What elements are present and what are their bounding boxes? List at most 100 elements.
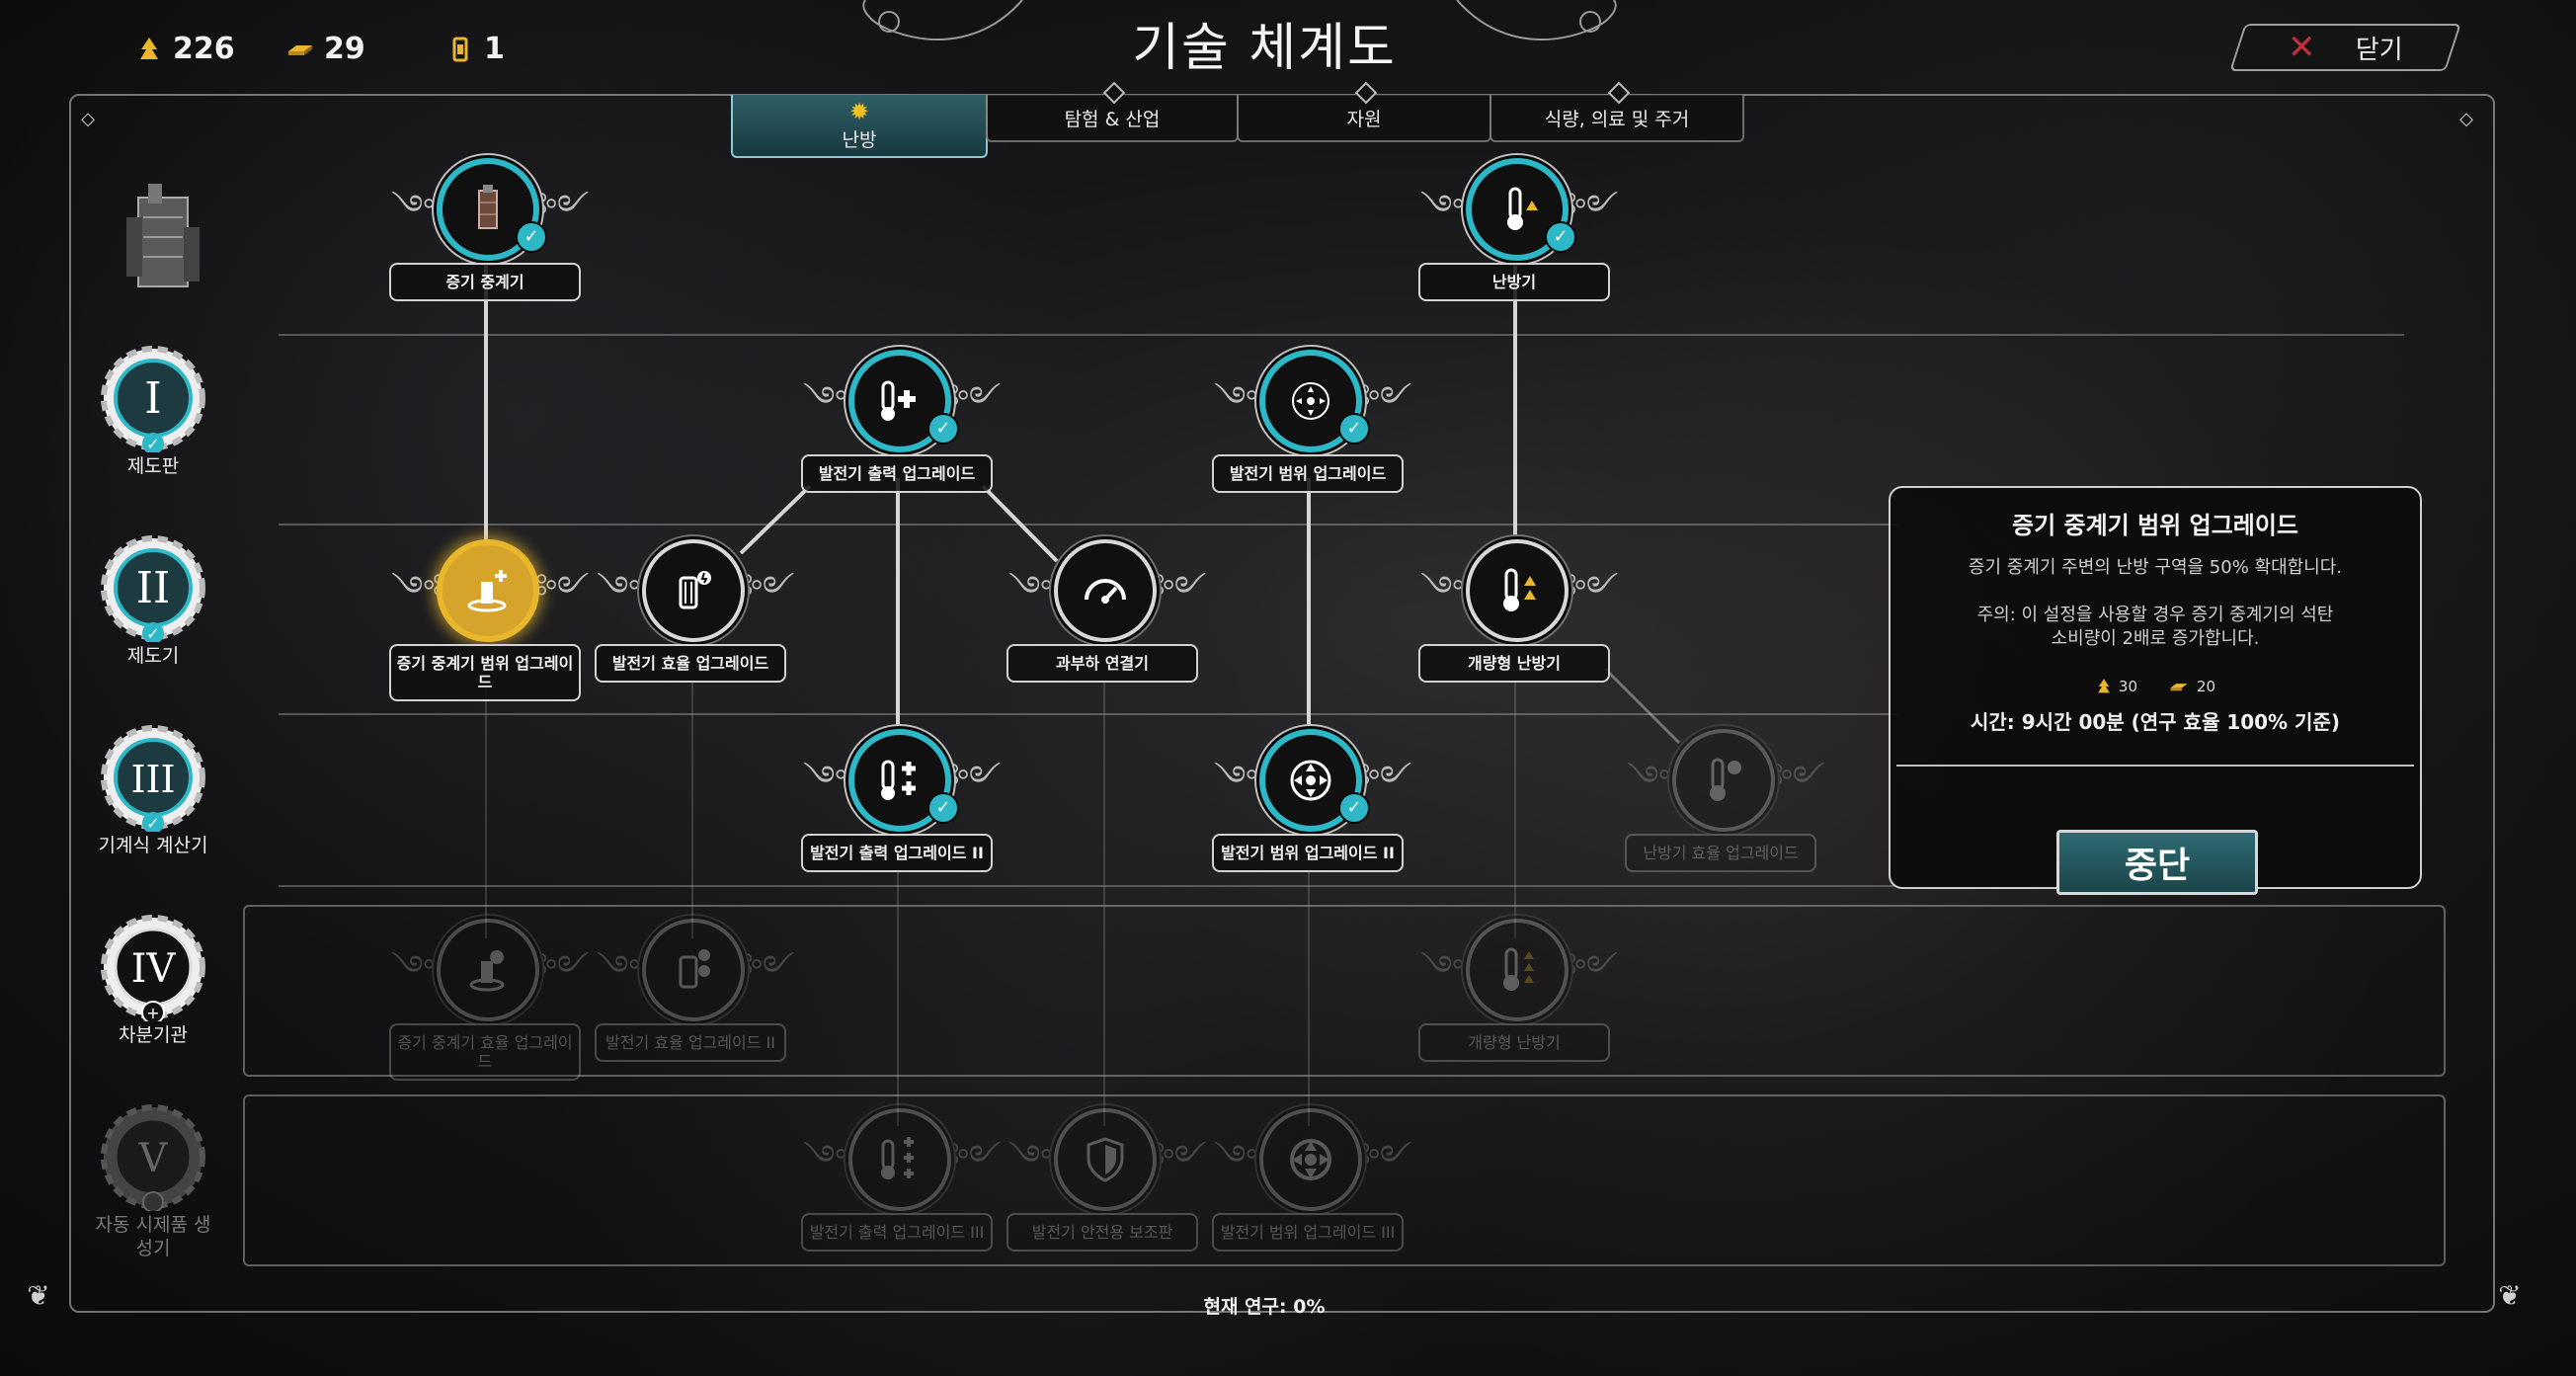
- tab-label: 탐험 & 산업: [1064, 108, 1161, 130]
- connector: [484, 259, 488, 555]
- research-description: 증기 중계기 주변의 난방 구역을 50% 확대합니다. 주의: 이 설정을 사…: [1891, 556, 2420, 651]
- flourish: ༻: [1565, 569, 1619, 608]
- svg-text:III: III: [130, 758, 175, 801]
- tier-ii: II✓ 제도기: [94, 533, 212, 668]
- flourish: ༺: [391, 948, 445, 988]
- row-separator: [279, 334, 2404, 336]
- tab-label: 자원: [1346, 108, 1382, 130]
- tab-exploration[interactable]: 탐험 & 산업: [986, 81, 1239, 142]
- node-label: 개량형 난방기: [1418, 1023, 1610, 1062]
- stop-research-button[interactable]: 중단: [2056, 830, 2258, 895]
- heating-tab-icon: ✹: [848, 97, 870, 125]
- generator-icon: [126, 184, 200, 287]
- flourish: ༻: [1153, 569, 1207, 608]
- flourish: ༺: [1420, 948, 1475, 988]
- locked-tier-iv-row: [243, 905, 2446, 1077]
- node-label: 개량형 난방기: [1418, 644, 1610, 683]
- flourish: ༻: [947, 759, 1002, 798]
- thermometer-triple-icon: [1466, 919, 1569, 1021]
- tier-ii-gear-icon: II✓: [99, 533, 207, 644]
- cost-wood-value: 30: [2118, 678, 2137, 695]
- flourish: ༻: [1565, 188, 1619, 227]
- researched-check-icon: ✓: [516, 221, 547, 253]
- flourish: ༺: [597, 569, 651, 608]
- flourish: ༺: [1214, 1138, 1268, 1177]
- flourish: ༻: [741, 948, 795, 988]
- flourish: ༺: [1420, 188, 1475, 227]
- researched-check-icon: ✓: [927, 792, 959, 824]
- flourish: ༻: [535, 948, 590, 988]
- flourish: ༺: [803, 1138, 857, 1177]
- wood-icon: [140, 37, 158, 59]
- flourish: ༻: [947, 379, 1002, 419]
- wood-icon: [2098, 679, 2110, 693]
- gauge-icon: [1054, 539, 1157, 642]
- hub-efficiency-icon: [437, 919, 539, 1021]
- tier-iii-gear-icon: III✓: [99, 723, 207, 834]
- frame-corner-diamond: ◇: [2459, 109, 2473, 129]
- node-label: 발전기 범위 업그레이드 II: [1212, 834, 1404, 872]
- flourish: ༻: [1565, 948, 1619, 988]
- cost-wood: 30: [2095, 677, 2137, 696]
- close-button[interactable]: ✕ 닫기: [2229, 24, 2461, 71]
- efficiency-icon: [642, 539, 745, 642]
- tab-resources[interactable]: 자원: [1237, 81, 1491, 142]
- research-title: 증기 중계기 범위 업그레이드: [2011, 512, 2299, 539]
- node-label: 발전기 출력 업그레이드 III: [801, 1213, 993, 1252]
- connector: [1514, 682, 1516, 938]
- thermometer-plus-triple-icon: [848, 1108, 951, 1211]
- panel-divider: [1896, 765, 2414, 767]
- steel-icon: [288, 44, 312, 55]
- research-time: 시간: 9시간 00분 (연구 효율 100% 기준): [1971, 710, 2340, 734]
- flourish: ༺: [1214, 379, 1268, 419]
- tier-i: I✓ 제도판: [94, 344, 212, 478]
- svg-text:IV: IV: [131, 946, 177, 992]
- flourish: ༺: [597, 948, 651, 988]
- flourish: ༻: [741, 569, 795, 608]
- steel-resource: 29: [286, 32, 365, 66]
- connector: [485, 682, 487, 938]
- hub-range-plus-icon: [437, 539, 539, 642]
- current-research-status: 현재 연구: 0%: [1203, 1296, 1326, 1318]
- node-label: 발전기 출력 업그레이드 II: [801, 834, 993, 872]
- flourish: ༻: [1358, 379, 1412, 419]
- page-title: 기술 체계도: [1132, 19, 1397, 78]
- svg-text:I: I: [144, 373, 161, 424]
- researched-check-icon: ✓: [927, 413, 959, 445]
- locked-tier-v-row: [243, 1094, 2446, 1266]
- node-label: 증기 중계기: [389, 263, 581, 301]
- tab-food-medical-housing[interactable]: 식량, 의료 및 주거: [1489, 81, 1744, 142]
- range-ii-icon: [1259, 729, 1362, 832]
- node-label: 발전기 출력 업그레이드: [801, 454, 993, 493]
- shield-icon: [1054, 1108, 1157, 1211]
- connector: [1307, 478, 1311, 737]
- tab-label: 난방: [842, 128, 877, 151]
- svg-text:✓: ✓: [146, 624, 159, 642]
- flourish: ༻: [1358, 1138, 1412, 1177]
- steam-core-count: 1: [484, 32, 505, 66]
- flourish: ༺: [803, 759, 857, 798]
- connector: [1103, 682, 1105, 1126]
- flourish: ༺: [391, 188, 445, 227]
- node-label: 증기 중계기 범위 업그레이드: [389, 644, 581, 701]
- title-ornament-left: [862, 0, 1023, 40]
- tab-heating[interactable]: ✹ 난방: [731, 95, 988, 158]
- connector: [897, 869, 899, 1126]
- row-separator: [279, 713, 1898, 715]
- connector: [896, 478, 900, 737]
- steel-count: 29: [324, 32, 365, 66]
- tab-diamond: [1354, 81, 1378, 105]
- researched-check-icon: ✓: [1545, 221, 1576, 253]
- tab-label: 식량, 의료 및 주거: [1544, 108, 1690, 130]
- cost-steel-value: 20: [2197, 678, 2216, 695]
- close-icon: ✕: [2288, 28, 2316, 67]
- tier-v-gear-icon: V: [99, 1102, 207, 1213]
- node-label: 발전기 효율 업그레이드 II: [595, 1023, 786, 1062]
- thermometer-double-icon: [1466, 539, 1569, 642]
- researched-check-icon: ✓: [1338, 792, 1370, 824]
- cost-steel: 20: [2167, 677, 2215, 696]
- steel-icon: [2170, 684, 2188, 691]
- tier-label: 자동 시제품 생성기: [95, 1214, 211, 1259]
- flourish: ༺: [803, 379, 857, 419]
- research-description-line: 주의: 이 설정을 사용할 경우 증기 중계기의 석탄: [1976, 605, 2334, 625]
